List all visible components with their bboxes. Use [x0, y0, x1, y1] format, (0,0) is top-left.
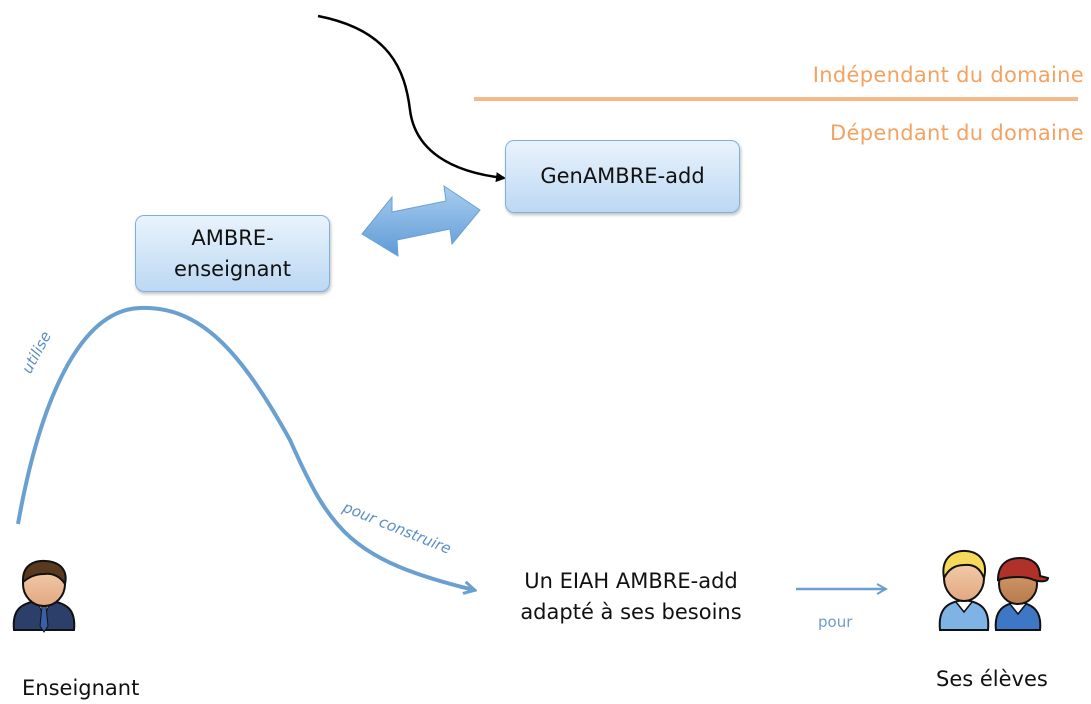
double-arrow-icon — [361, 184, 481, 257]
student-blond-icon — [938, 549, 990, 631]
ambre-enseignant-label-line2: enseignant — [174, 256, 291, 281]
eleves-label: Ses élèves — [936, 667, 1048, 691]
student-cap-icon — [994, 556, 1050, 631]
input-arrow — [317, 14, 506, 183]
enseignant-label: Enseignant — [22, 676, 140, 700]
usage-curve — [16, 305, 474, 590]
teacher-icon — [12, 559, 76, 633]
dependent-domain-label: Dépendant du domaine — [830, 121, 1084, 145]
genambre-add-label: GenAMBRE-add — [540, 164, 705, 188]
pour-label: pour — [818, 613, 853, 631]
ambre-enseignant-box[interactable]: AMBRE- enseignant — [135, 215, 330, 292]
eiah-description: Un EIAH AMBRE-add adapté à ses besoins — [496, 566, 766, 628]
eiah-line1: Un EIAH AMBRE-add — [524, 569, 738, 593]
ambre-enseignant-label-line1: AMBRE- — [191, 225, 274, 250]
eiah-line2: adapté à ses besoins — [520, 600, 742, 624]
independent-domain-label: Indépendant du domaine — [812, 63, 1084, 87]
genambre-add-box[interactable]: GenAMBRE-add — [505, 140, 740, 213]
